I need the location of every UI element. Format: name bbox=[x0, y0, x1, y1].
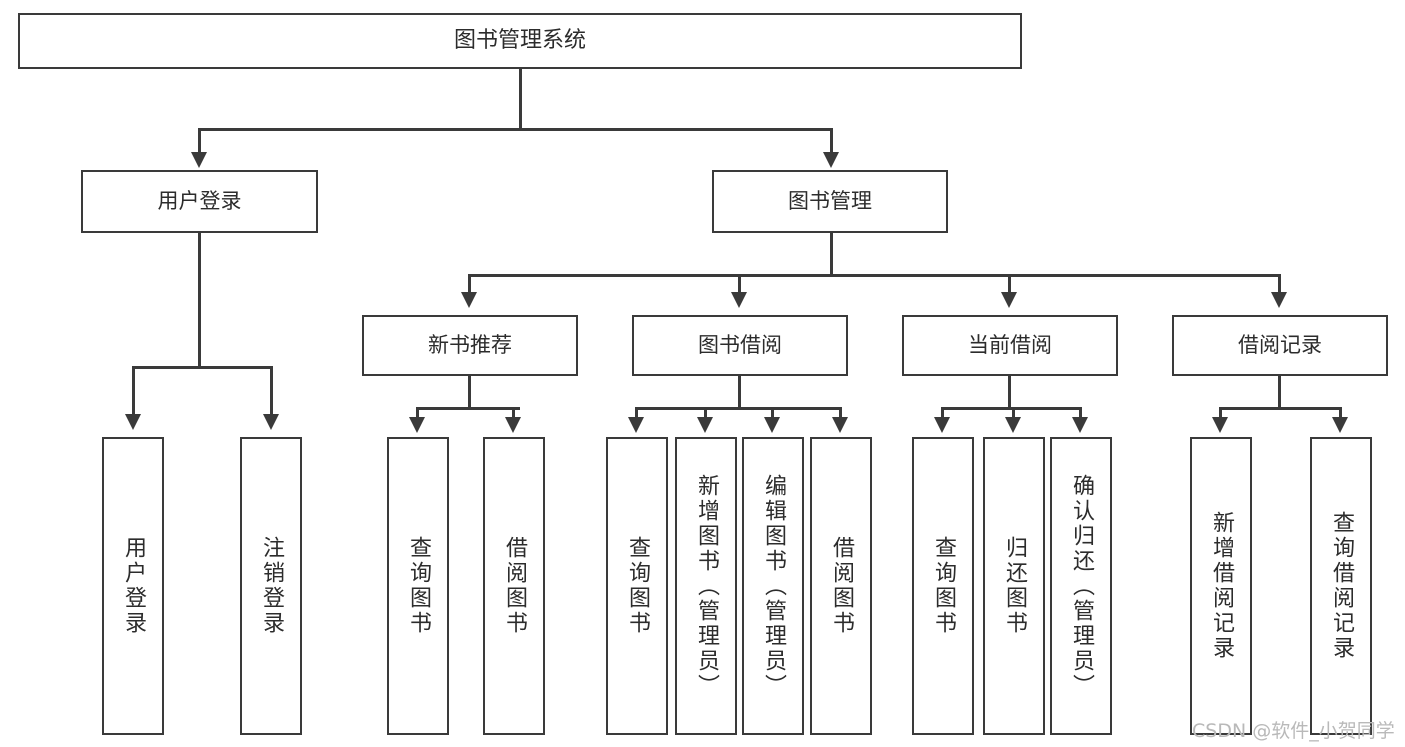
connector-borrow-leaf3 bbox=[771, 407, 774, 419]
node-book-borrow[interactable]: 图书借阅 bbox=[632, 315, 848, 376]
node-label: 当前借阅 bbox=[968, 333, 1052, 358]
leaf-logout[interactable]: 注销登录 bbox=[240, 437, 302, 735]
connector-to-borrow-record bbox=[1278, 274, 1281, 294]
connector-to-current-borrow bbox=[1008, 274, 1011, 294]
connector-borrow-record-leaf1 bbox=[1219, 407, 1222, 419]
node-label: 归还图书 bbox=[1002, 536, 1027, 636]
node-new-book-recommend[interactable]: 新书推荐 bbox=[362, 315, 578, 376]
connector-user-login-leaf1 bbox=[132, 366, 135, 416]
leaf-query-book[interactable]: 查询图书 bbox=[606, 437, 668, 735]
node-label: 编辑图书（管理员） bbox=[761, 473, 786, 699]
connector-user-login-bus bbox=[132, 366, 272, 369]
node-label: 查询借阅记录 bbox=[1329, 511, 1354, 661]
node-current-borrow[interactable]: 当前借阅 bbox=[902, 315, 1118, 376]
arrow-borrow-leaf3 bbox=[764, 417, 780, 433]
node-label: 图书管理 bbox=[788, 189, 872, 214]
leaf-borrow-book[interactable]: 借阅图书 bbox=[810, 437, 872, 735]
leaf-borrow-book-new[interactable]: 借阅图书 bbox=[483, 437, 545, 735]
node-label: 借阅图书 bbox=[502, 536, 527, 636]
leaf-add-book-admin[interactable]: 新增图书（管理员） bbox=[675, 437, 737, 735]
connector-borrow-stem bbox=[738, 376, 741, 408]
node-borrow-record[interactable]: 借阅记录 bbox=[1172, 315, 1388, 376]
arrow-new-books-leaf2 bbox=[505, 417, 521, 433]
arrow-borrow-leaf2 bbox=[697, 417, 713, 433]
arrow-root-to-user-login bbox=[191, 152, 207, 168]
connector-borrow-record-bus bbox=[1219, 407, 1341, 410]
connector-current-borrow-leaf1 bbox=[941, 407, 944, 419]
connector-new-books-bus bbox=[416, 407, 520, 410]
node-label: 注销登录 bbox=[259, 536, 284, 636]
arrow-current-borrow-leaf1 bbox=[934, 417, 950, 433]
arrow-to-new-books bbox=[461, 292, 477, 308]
connector-current-borrow-leaf2 bbox=[1012, 407, 1015, 419]
leaf-return-book[interactable]: 归还图书 bbox=[983, 437, 1045, 735]
leaf-edit-book-admin[interactable]: 编辑图书（管理员） bbox=[742, 437, 804, 735]
connector-root-to-book-mgmt bbox=[830, 128, 833, 154]
arrow-new-books-leaf1 bbox=[409, 417, 425, 433]
node-label: 新增图书（管理员） bbox=[694, 473, 719, 699]
arrow-current-borrow-leaf3 bbox=[1072, 417, 1088, 433]
arrow-to-current-borrow bbox=[1001, 292, 1017, 308]
leaf-add-borrow-record[interactable]: 新增借阅记录 bbox=[1190, 437, 1252, 735]
connector-root-bus bbox=[198, 128, 832, 131]
arrow-user-login-leaf1 bbox=[125, 414, 141, 430]
connector-new-books-leaf1 bbox=[416, 407, 419, 419]
arrow-borrow-record-leaf2 bbox=[1332, 417, 1348, 433]
leaf-user-login[interactable]: 用户登录 bbox=[102, 437, 164, 735]
node-label: 新书推荐 bbox=[428, 333, 512, 358]
leaf-confirm-return-admin[interactable]: 确认归还（管理员） bbox=[1050, 437, 1112, 735]
arrow-borrow-record-leaf1 bbox=[1212, 417, 1228, 433]
leaf-query-book-current[interactable]: 查询图书 bbox=[912, 437, 974, 735]
node-label: 确认归还（管理员） bbox=[1069, 473, 1094, 699]
arrow-borrow-leaf4 bbox=[832, 417, 848, 433]
arrow-current-borrow-leaf2 bbox=[1005, 417, 1021, 433]
connector-borrow-leaf1 bbox=[635, 407, 638, 419]
node-label: 借阅记录 bbox=[1238, 333, 1322, 358]
connector-borrow-record-stem bbox=[1278, 376, 1281, 408]
node-book-management[interactable]: 图书管理 bbox=[712, 170, 948, 233]
connector-root-stem bbox=[519, 69, 522, 129]
connector-to-new-books bbox=[468, 274, 471, 294]
connector-current-borrow-stem bbox=[1008, 376, 1011, 408]
node-root-system[interactable]: 图书管理系统 bbox=[18, 13, 1022, 69]
node-label: 用户登录 bbox=[157, 189, 242, 214]
connector-user-login-leaf2 bbox=[270, 366, 273, 416]
arrow-to-borrow bbox=[731, 292, 747, 308]
arrow-user-login-leaf2 bbox=[263, 414, 279, 430]
connector-root-to-user-login bbox=[198, 128, 201, 154]
node-label: 查询图书 bbox=[931, 536, 956, 636]
node-label: 图书借阅 bbox=[698, 333, 782, 358]
connector-current-borrow-leaf3 bbox=[1079, 407, 1082, 419]
node-label: 用户登录 bbox=[121, 536, 146, 636]
connector-book-mgmt-stem bbox=[830, 233, 833, 275]
connector-new-books-stem bbox=[468, 376, 471, 408]
arrow-borrow-leaf1 bbox=[628, 417, 644, 433]
node-label: 查询图书 bbox=[406, 536, 431, 636]
node-user-login[interactable]: 用户登录 bbox=[81, 170, 318, 233]
connector-to-borrow bbox=[738, 274, 741, 294]
connector-new-books-leaf2 bbox=[512, 407, 515, 419]
connector-borrow-record-leaf2 bbox=[1339, 407, 1342, 419]
connector-borrow-leaf4 bbox=[839, 407, 842, 419]
connector-book-mgmt-bus bbox=[468, 274, 1280, 277]
arrow-to-borrow-record bbox=[1271, 292, 1287, 308]
connector-current-borrow-bus bbox=[941, 407, 1081, 410]
leaf-query-book-new[interactable]: 查询图书 bbox=[387, 437, 449, 735]
connector-borrow-bus bbox=[635, 407, 841, 410]
arrow-root-to-book-mgmt bbox=[823, 152, 839, 168]
leaf-query-borrow-record[interactable]: 查询借阅记录 bbox=[1310, 437, 1372, 735]
node-label: 图书管理系统 bbox=[453, 28, 586, 54]
node-label: 查询图书 bbox=[625, 536, 650, 636]
node-label: 借阅图书 bbox=[829, 536, 854, 636]
connector-borrow-leaf2 bbox=[704, 407, 707, 419]
node-label: 新增借阅记录 bbox=[1209, 511, 1234, 661]
connector-user-login-stem bbox=[198, 233, 201, 367]
